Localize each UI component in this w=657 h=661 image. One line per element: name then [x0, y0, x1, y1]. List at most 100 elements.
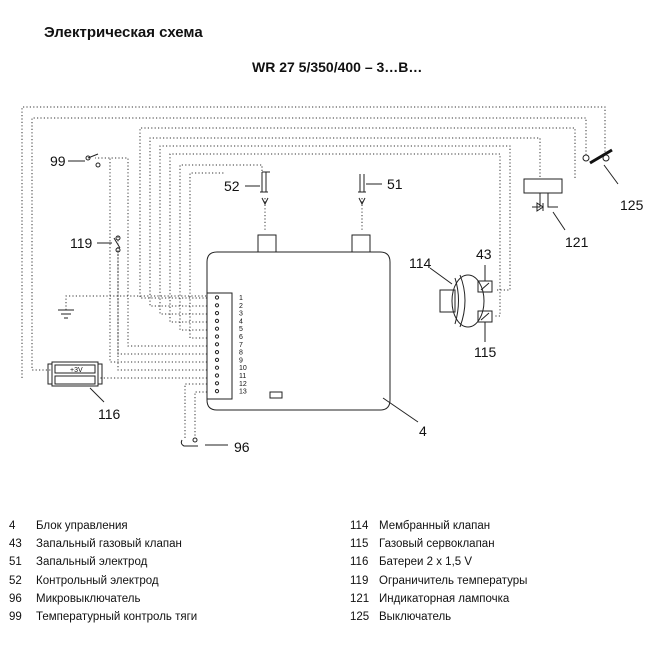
legend-number: 116 [350, 556, 369, 569]
legend-item: 96 Микровыключатель [9, 590, 197, 608]
terminal-pin [214, 318, 220, 323]
wire-t8 [117, 250, 207, 355]
terminal-number: 12 [239, 381, 247, 388]
legend-number: 115 [350, 538, 369, 551]
terminal-pin [214, 303, 220, 308]
wire-t5 [179, 164, 263, 331]
switch-125 [582, 148, 619, 185]
callout-4: 4 [419, 423, 427, 439]
callout-99: 99 [50, 153, 66, 169]
terminal-pin [214, 365, 220, 370]
wire-bundle [21, 106, 606, 438]
legend-text: Выключатель [379, 611, 452, 624]
terminal-number: 10 [239, 365, 247, 372]
legend-text: Газовый сервоклапан [379, 538, 495, 551]
callout-96: 96 [234, 439, 250, 455]
temperature-limiter-119 [97, 235, 121, 253]
terminal-number: 2 [239, 303, 243, 310]
wire-t3 [159, 145, 511, 315]
wire-t10 [117, 235, 207, 371]
legend-number: 43 [9, 538, 22, 551]
legend-number: 96 [9, 592, 22, 605]
legend-number: 99 [9, 611, 22, 624]
wire-t6 [189, 172, 225, 339]
legend-number: 121 [350, 592, 370, 605]
legend-item: 119 Ограничитель температуры [350, 572, 527, 590]
membrane-valve-114 [429, 267, 485, 328]
callout-125: 125 [620, 197, 644, 213]
terminal-number: 3 [239, 311, 243, 318]
callout-116: 116 [98, 406, 121, 422]
wire-t1 [139, 127, 576, 299]
legend-number: 51 [9, 556, 22, 569]
pilot-gas-valve-43 [477, 265, 493, 293]
wire-t2 [149, 137, 541, 307]
terminal-number: 1 [239, 295, 243, 302]
electrode-51 [358, 174, 366, 206]
model-subtitle: WR 27 5/350/400 – 3…B… [252, 59, 423, 75]
terminal-number: 6 [239, 334, 243, 341]
legend-item: 115 Газовый сервоклапан [350, 535, 527, 553]
legend-item: 52 Контрольный электрод [9, 572, 197, 590]
legend-item: 114 Мембранный клапан [350, 517, 527, 535]
electrode-52 [260, 171, 270, 206]
terminal-pin [214, 334, 220, 339]
legend-text: Температурный контроль тяги [36, 611, 198, 624]
terminal-number: 11 [239, 373, 246, 380]
legend-number: 4 [9, 520, 16, 532]
legend-item: 43 Запальный газовый клапан [9, 535, 197, 553]
legend-item: 121 Индикаторная лампочка [350, 590, 527, 608]
legend-text: Микровыключатель [36, 592, 141, 605]
legend-text: Блок управления [36, 520, 128, 532]
legend-item: 4 Блок управления [9, 517, 197, 535]
terminal-number: 8 [239, 350, 243, 357]
wire-microswitch-b [194, 391, 207, 438]
terminal-number: 9 [239, 357, 243, 364]
callout-119: 119 [70, 235, 93, 251]
terminal-number: 7 [239, 342, 243, 349]
leader-control-unit [382, 397, 419, 423]
terminal-number: 13 [239, 389, 247, 396]
battery-116: +3V [47, 361, 105, 403]
wire-t4 [169, 153, 501, 323]
diagram-title: Электрическая схема [44, 24, 203, 41]
wire-t9 [109, 158, 207, 363]
draft-thermostat-99 [68, 153, 101, 168]
terminal-pin [214, 342, 220, 347]
callout-114: 114 [409, 255, 432, 271]
legend-text: Запальный газовый клапан [36, 538, 182, 551]
legend-number: 114 [350, 520, 369, 532]
terminal-pin [214, 381, 220, 386]
wire-ground [65, 295, 207, 310]
legend-text: Индикаторная лампочка [379, 592, 510, 605]
microswitch-96 [180, 437, 228, 447]
legend-item: 99 Температурный контроль тяги [9, 608, 197, 626]
terminal-pin [214, 350, 220, 355]
terminal-pin [214, 311, 220, 316]
terminal-pin [214, 295, 220, 300]
ground-symbol [58, 309, 74, 319]
legend-text: Батереи 2 x 1,5 V [379, 556, 473, 569]
battery-voltage: +3V [70, 367, 83, 374]
legend-text: Ограничитель температуры [379, 574, 528, 587]
terminal-number: 4 [239, 318, 243, 325]
legend-number: 119 [350, 574, 369, 587]
legend-text: Контрольный электрод [36, 574, 159, 587]
indicator-lamp-121 [523, 178, 566, 231]
callout-115: 115 [474, 344, 497, 360]
wire-switch-125-return [31, 117, 587, 371]
terminal-pin [214, 326, 220, 331]
terminal-number: 5 [239, 326, 243, 333]
legend-text: Мембранный клапан [379, 520, 491, 532]
gas-servo-valve-115 [477, 310, 493, 342]
terminal-pin [214, 373, 220, 378]
terminal-pin [214, 357, 220, 362]
terminal-pin [214, 389, 220, 394]
wire-microswitch-a [184, 383, 207, 438]
wire-switch-125 [21, 106, 606, 378]
callout-121: 121 [565, 234, 589, 250]
legend-number: 52 [9, 574, 22, 587]
